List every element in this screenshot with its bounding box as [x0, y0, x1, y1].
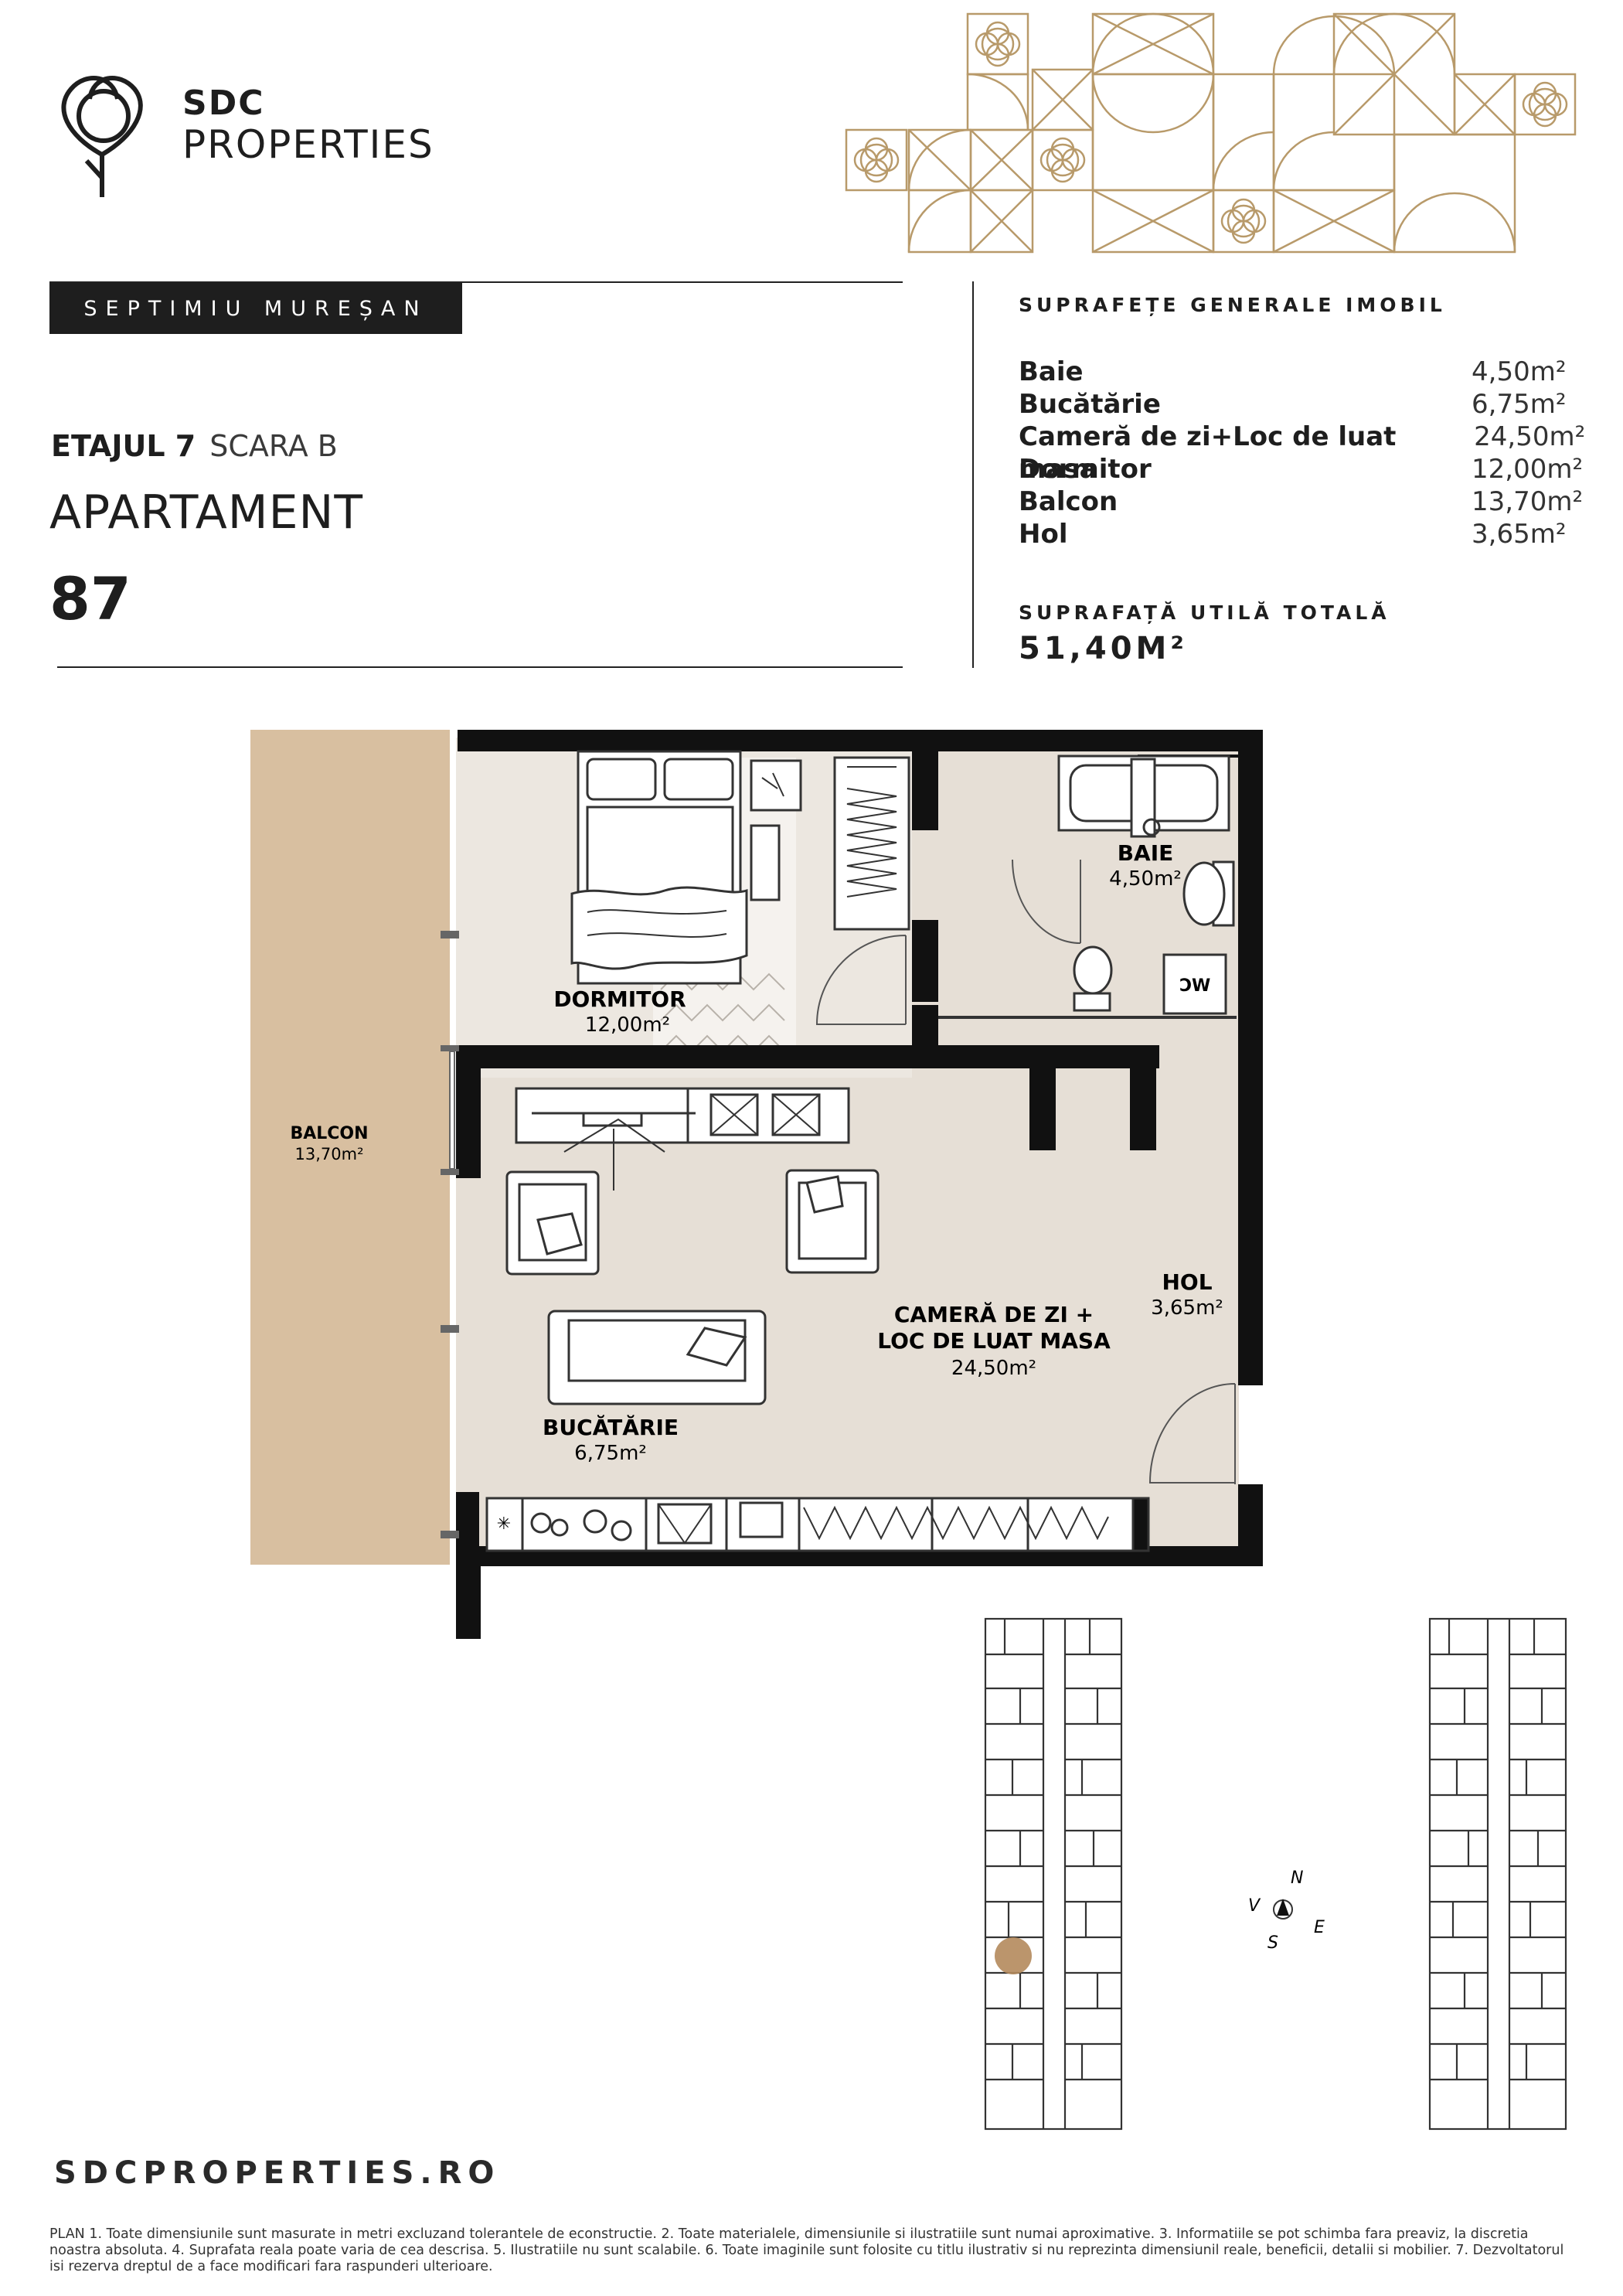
compass-west: V — [1248, 1896, 1261, 1916]
sparkle-icon: ✳ — [497, 1514, 511, 1534]
tv-unit — [515, 1087, 850, 1191]
floor-stair: SCARA B — [209, 429, 338, 463]
area-name: Hol — [1019, 519, 1068, 550]
area-row: Bucătărie 6,75m² — [1019, 388, 1587, 421]
area-name: Baie — [1019, 356, 1084, 387]
area-name: Dormitor — [1019, 454, 1152, 485]
armchair-icon — [505, 1169, 880, 1276]
header-rule-top — [49, 281, 903, 283]
area-row: Balcon 13,70m² — [1019, 485, 1587, 518]
area-row: Dormitor 12,00m² — [1019, 453, 1587, 485]
disclaimer-text: PLAN 1. Toate dimensiunile sunt masurate… — [49, 2226, 1564, 2274]
wardrobe — [833, 756, 910, 931]
brand-wordmark: SDC PROPERTIES — [182, 83, 434, 167]
area-value: 3,65m² — [1472, 519, 1567, 550]
room-hol-area: 3,65m² — [1151, 1296, 1223, 1320]
compass-east: E — [1314, 1918, 1325, 1937]
brand-line1: SDC — [182, 83, 265, 123]
room-bucatarie-area: 6,75m² — [574, 1442, 647, 1465]
window-frames — [441, 931, 459, 1538]
apartment-marker — [995, 1937, 1032, 1974]
room-living-name2: LOC DE LUAT MASA — [877, 1328, 1111, 1354]
room-dormitor-name: DORMITOR — [553, 986, 686, 1012]
balcony-area — [250, 730, 450, 1565]
area-name: Bucătărie — [1019, 389, 1161, 420]
area-row: Baie 4,50m² — [1019, 356, 1587, 388]
brand-line2: PROPERTIES — [182, 122, 434, 167]
room-bucatarie-name: BUCĂTĂRIE — [543, 1414, 679, 1440]
apartment-label: APARTAMENT — [49, 485, 364, 540]
wc-label: WC — [1179, 976, 1210, 996]
room-baie-name: BAIE — [1118, 840, 1174, 866]
area-name: Balcon — [1019, 486, 1118, 517]
areas-title: SUPRAFEȚE GENERALE IMOBIL — [1019, 294, 1446, 316]
compass-south: S — [1267, 1933, 1278, 1953]
vertical-divider — [972, 281, 974, 668]
area-value: 6,75m² — [1472, 389, 1567, 420]
compass-north: N — [1291, 1868, 1303, 1888]
area-row: Hol 3,65m² — [1019, 518, 1587, 550]
total-area-title: SUPRAFAȚĂ UTILĂ TOTALĂ — [1019, 601, 1390, 624]
room-living-name1: CAMERĂ DE ZI + — [894, 1301, 1094, 1327]
building-minimap: N E S V — [984, 1617, 1567, 2131]
area-value: 4,50m² — [1472, 356, 1567, 387]
room-balcon-area: 13,70m² — [295, 1145, 364, 1163]
decorative-pattern — [845, 12, 1577, 254]
website-link[interactable]: SDCPROPERTIES.RO — [54, 2155, 501, 2191]
doors — [815, 859, 1236, 1484]
sofa-icon — [547, 1310, 767, 1405]
room-baie-area: 4,50m² — [1109, 867, 1182, 891]
area-row: Cameră de zi+Loc de luat masa 24,50m² — [1019, 421, 1587, 485]
sdc-logo-icon — [61, 76, 143, 197]
room-living-area: 24,50m² — [951, 1357, 1036, 1380]
floor-plan: WC — [250, 730, 1263, 1639]
compass-icon: N E S V — [1248, 1868, 1325, 1953]
kitchen-counter — [485, 1497, 1150, 1552]
project-badge: SEPTIMIU MUREȘAN — [49, 283, 462, 334]
area-value: 12,00m² — [1472, 454, 1584, 485]
apartment-number: 87 — [49, 564, 131, 633]
room-dormitor-area: 12,00m² — [585, 1013, 670, 1037]
room-hol-name: HOL — [1162, 1269, 1212, 1295]
header-rule-bottom — [57, 666, 903, 668]
floor-level: ETAJUL 7 — [51, 429, 196, 463]
areas-table: Baie 4,50m² Bucătărie 6,75m² Cameră de zi+… — [1019, 356, 1587, 550]
area-value: 24,50m² — [1474, 421, 1586, 452]
room-balcon-name: BALCON — [290, 1124, 368, 1143]
area-name: Cameră de zi+Loc de luat masa — [1019, 421, 1397, 485]
total-area-value: 51,40M² — [1019, 631, 1188, 666]
bathroom-fixtures — [938, 755, 1237, 1019]
floor-info: ETAJUL 7 SCARA B — [51, 429, 338, 463]
bed-icon — [570, 750, 802, 985]
area-value: 13,70m² — [1472, 486, 1584, 517]
